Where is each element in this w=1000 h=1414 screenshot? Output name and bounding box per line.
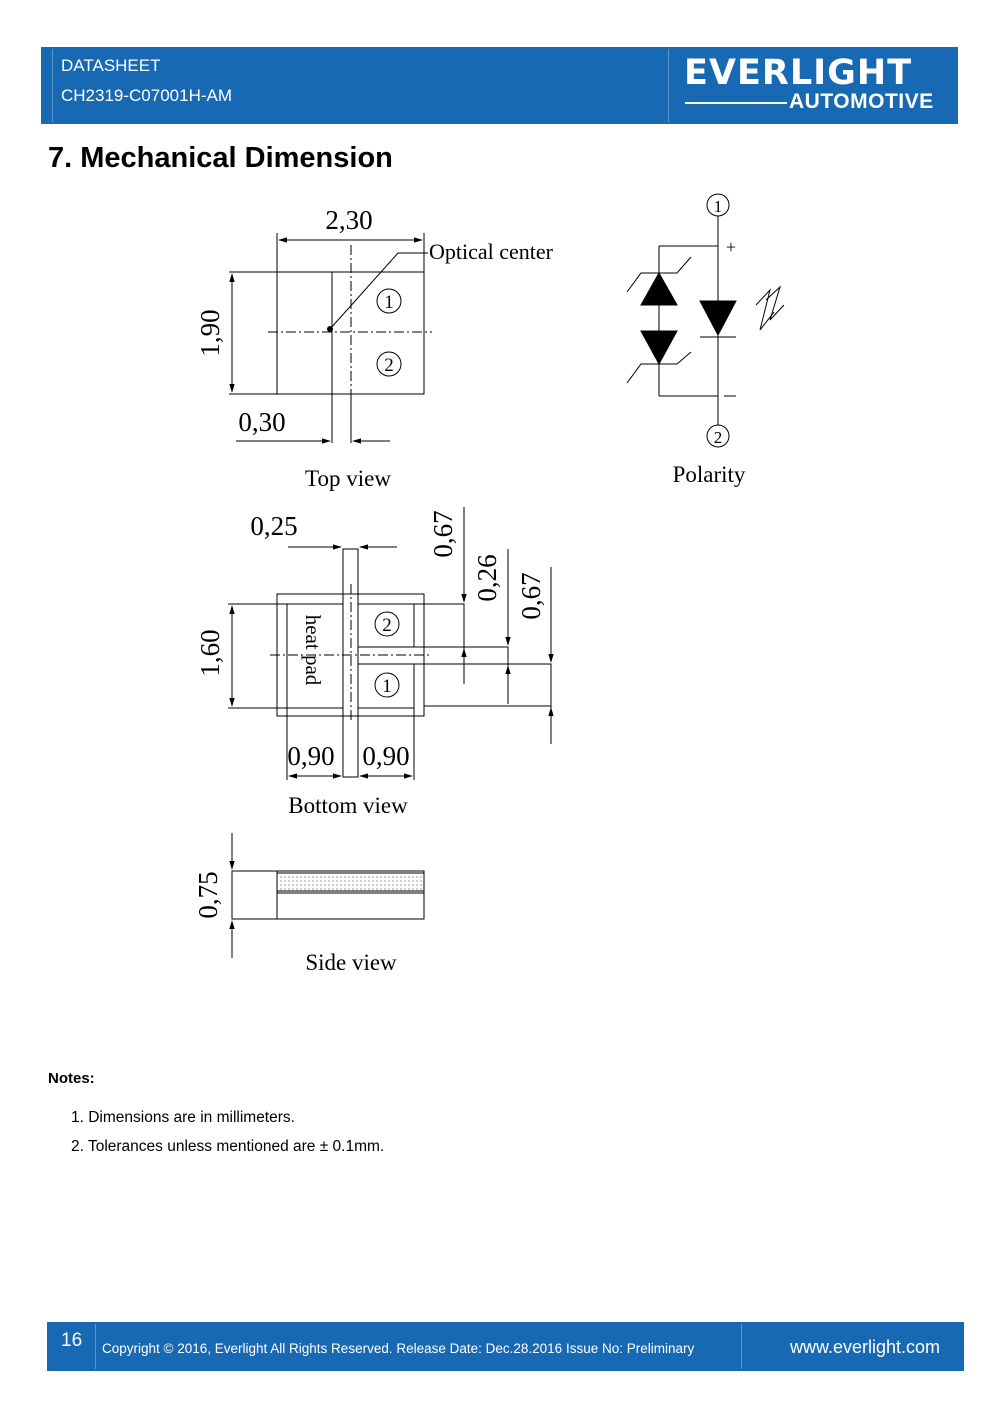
optical-center-dot — [327, 326, 333, 332]
pin1-marker — [376, 288, 402, 314]
dim-0-25: 0,25 — [250, 511, 297, 541]
light-arrow — [765, 285, 785, 321]
bottom-pin1-marker — [374, 672, 400, 698]
bottom-pin2-marker — [374, 611, 400, 637]
footer-divider — [741, 1324, 742, 1369]
dim-line — [414, 663, 552, 744]
dim-0-30: 0,30 — [238, 407, 285, 437]
bottom-pin1-number: 1 — [382, 676, 392, 697]
logo-subtitle: AUTOMOTIVE — [789, 90, 934, 113]
bottom-view-labels: 0,25 0,67 0,26 0,67 1,60 heat pad 2 1 0,… — [195, 510, 546, 818]
dim-1-60: 1,60 — [195, 629, 225, 676]
plus-sign: + — [726, 237, 736, 257]
note-item: 2. Tolerances unless mentioned are ± 0.1… — [71, 1138, 385, 1155]
dim-line — [414, 646, 509, 704]
bottom-view-caption: Bottom view — [288, 793, 408, 818]
side-view-body — [231, 870, 425, 920]
pad-1 — [358, 663, 415, 709]
polarity-pin2 — [706, 424, 730, 448]
dim-0-75: 0,75 — [193, 871, 223, 918]
note-item: 1. Dimensions are in millimeters. — [71, 1109, 295, 1126]
tvs-bar-upper — [626, 256, 692, 293]
website-link[interactable]: www.everlight.com — [790, 1337, 941, 1357]
side-view-labels: 0,75 Side view — [193, 871, 397, 975]
page-number: 16 — [61, 1330, 83, 1351]
logo-rule — [685, 102, 787, 104]
dim-line — [414, 603, 465, 684]
heat-pad-label: heat pad — [301, 615, 325, 686]
mechanical-drawing: 2,30 1,90 0,30 Optical center 1 2 Top vi… — [193, 193, 785, 975]
polarity-diagram — [626, 193, 785, 448]
pad-2 — [358, 603, 415, 648]
pin2-marker — [376, 351, 402, 377]
header-divider — [52, 49, 53, 122]
tvs-diode-lower — [640, 330, 678, 366]
optical-center-label: Optical center — [429, 239, 554, 264]
optical-leader — [329, 252, 428, 330]
top-view-labels: 2,30 1,90 0,30 Optical center 1 2 Top vi… — [195, 205, 554, 491]
polarity-pin2-number: 2 — [714, 428, 723, 447]
dim-0-90-left: 0,90 — [287, 741, 334, 771]
top-view-caption: Top view — [305, 466, 391, 491]
dim-1-90: 1,90 — [195, 309, 225, 356]
page-footer: 16 Copyright © 2016, Everlight All Right… — [47, 1322, 964, 1371]
dim-0-67-bottom: 0,67 — [516, 572, 546, 619]
tvs-bar-lower — [626, 351, 692, 384]
copyright-text: Copyright © 2016, Everlight All Rights R… — [102, 1341, 695, 1356]
everlight-logo: EVERLIGHT — [684, 53, 913, 93]
pin1-number: 1 — [384, 292, 394, 313]
pin2-number: 2 — [384, 355, 394, 376]
page-header: DATASHEET CH2319-C07001H-AM EVERLIGHT AU… — [41, 47, 958, 124]
polarity-caption: Polarity — [673, 462, 746, 487]
tvs-diode-upper — [640, 271, 678, 306]
polarity-pin1-number: 1 — [714, 197, 723, 216]
footer-divider — [95, 1324, 96, 1369]
bottom-view — [228, 507, 554, 780]
dim-0-67-top: 0,67 — [428, 510, 458, 557]
led-diode — [699, 300, 737, 337]
section-title: 7. Mechanical Dimension — [48, 142, 393, 174]
side-view — [229, 833, 425, 958]
part-number: CH2319-C07001H-AM — [61, 86, 233, 105]
dim-0-26: 0,26 — [472, 554, 502, 601]
dim-2-30: 2,30 — [325, 205, 372, 235]
side-lens-area — [276, 872, 425, 892]
side-view-caption: Side view — [305, 950, 397, 975]
polarity-labels: 1 + 2 Polarity — [673, 197, 746, 487]
doc-type-label: DATASHEET — [61, 56, 161, 75]
header-divider — [668, 49, 669, 122]
top-view — [229, 233, 432, 444]
notes-title: Notes: — [48, 1070, 95, 1087]
light-arrow — [755, 288, 775, 331]
dim-0-90-right: 0,90 — [362, 741, 409, 771]
bottom-pin2-number: 2 — [382, 615, 392, 636]
center-strip — [342, 548, 359, 778]
